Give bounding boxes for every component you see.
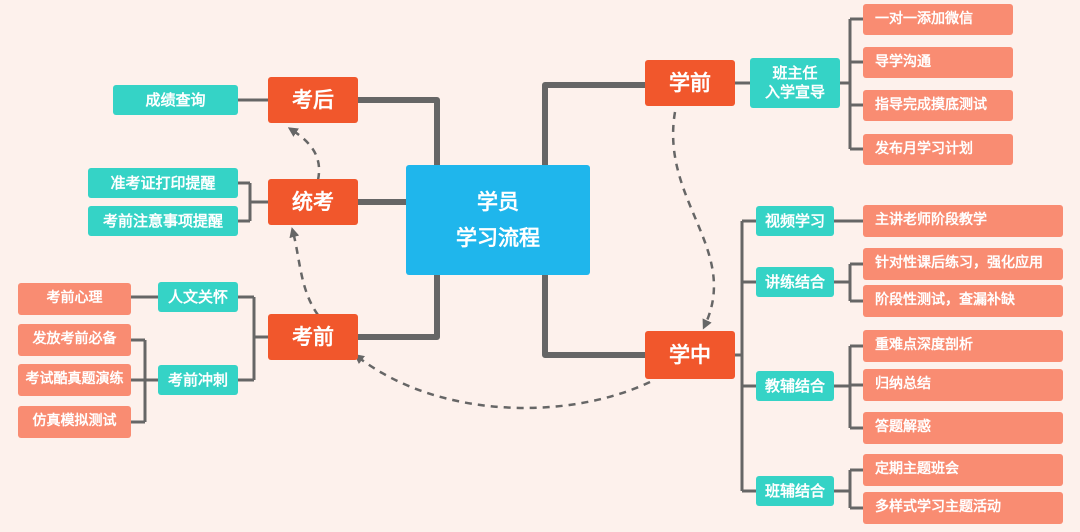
connector-xuezhong-items [834,219,863,510]
connector-center-xuezhong [542,272,648,358]
kaoqian-item-2-3: 仿真模拟测试 [18,406,131,438]
xuezhong-item-3-2: 归纳总结 [863,369,1063,401]
xuezhong-item-2-1: 针对性课后练习，强化应用 [863,248,1063,280]
connector-xueqian-items [840,17,863,151]
kaoqian-group-2: 考前冲刺 [158,365,238,395]
kaoqian-item-2-1: 发放考前必备 [18,324,131,356]
connector-kaoqian-items [131,295,158,424]
connector-center-xueqian [542,82,648,168]
xueqian-item-3: 指导完成摸底测试 [863,90,1013,121]
xuezhong-item-2-2: 阶段性测试，查漏补缺 [863,285,1063,317]
stage-kaoqian: 考前 [268,314,358,360]
kaohou-item-1: 成绩查询 [113,85,238,115]
xuezhong-item-4-1: 定期主题班会 [863,454,1063,486]
xuezhong-item-3-3: 答题解惑 [863,412,1063,444]
xueqian-item-1: 一对一添加微信 [863,4,1013,35]
xueqian-node: 班主任 入学宣导 [750,58,840,108]
xuezhong-group-4: 班辅结合 [756,476,834,506]
xuezhong-group-2: 讲练结合 [756,267,834,297]
center-line-1: 学员 [477,189,519,214]
stage-xuezhong: 学中 [645,331,735,379]
tongkao-item-1: 准考证打印提醒 [88,168,238,198]
kaoqian-item-1-1: 考前心理 [18,283,131,315]
center-line-2: 学习流程 [456,226,540,250]
xuezhong-item-3-1: 重难点深度剖析 [863,330,1063,362]
xueqian-node-line-1: 班主任 [772,64,818,83]
stage-tongkao: 统考 [268,179,358,225]
xuezhong-item-1-1: 主讲老师阶段教学 [863,205,1063,237]
xueqian-node-line-2: 入学宣导 [764,83,825,101]
stage-kaohou: 考后 [268,77,358,123]
xueqian-item-2: 导学沟通 [863,47,1013,78]
xuezhong-group-1: 视频学习 [756,206,834,236]
connector-xuezhong-groups [735,219,756,493]
xuezhong-group-3: 教辅结合 [756,371,834,401]
connector-tongkao-items [238,181,268,223]
dashed-arrow-tongkao-kaohou [287,127,321,181]
connector-kaoqian-groups [238,295,268,382]
stage-xueqian: 学前 [645,60,735,106]
kaoqian-item-2-2: 考试酷真题演练 [18,364,131,396]
center-node: 学员 学习流程 [406,165,590,275]
dashed-arrow-kaoqian-tongkao [289,227,320,316]
xuezhong-item-4-2: 多样式学习主题活动 [863,492,1063,524]
tongkao-item-2: 考前注意事项提醒 [88,206,238,236]
connector-center-kaohou [355,97,440,168]
dashed-arrow-xuezhong-kaoqian [354,353,651,410]
connector-center-kaoqian [355,272,440,340]
dashed-arrow-xueqian-xuezhong [672,111,716,330]
xueqian-item-4: 发布月学习计划 [863,134,1013,165]
kaoqian-group-1: 人文关怀 [158,282,238,312]
